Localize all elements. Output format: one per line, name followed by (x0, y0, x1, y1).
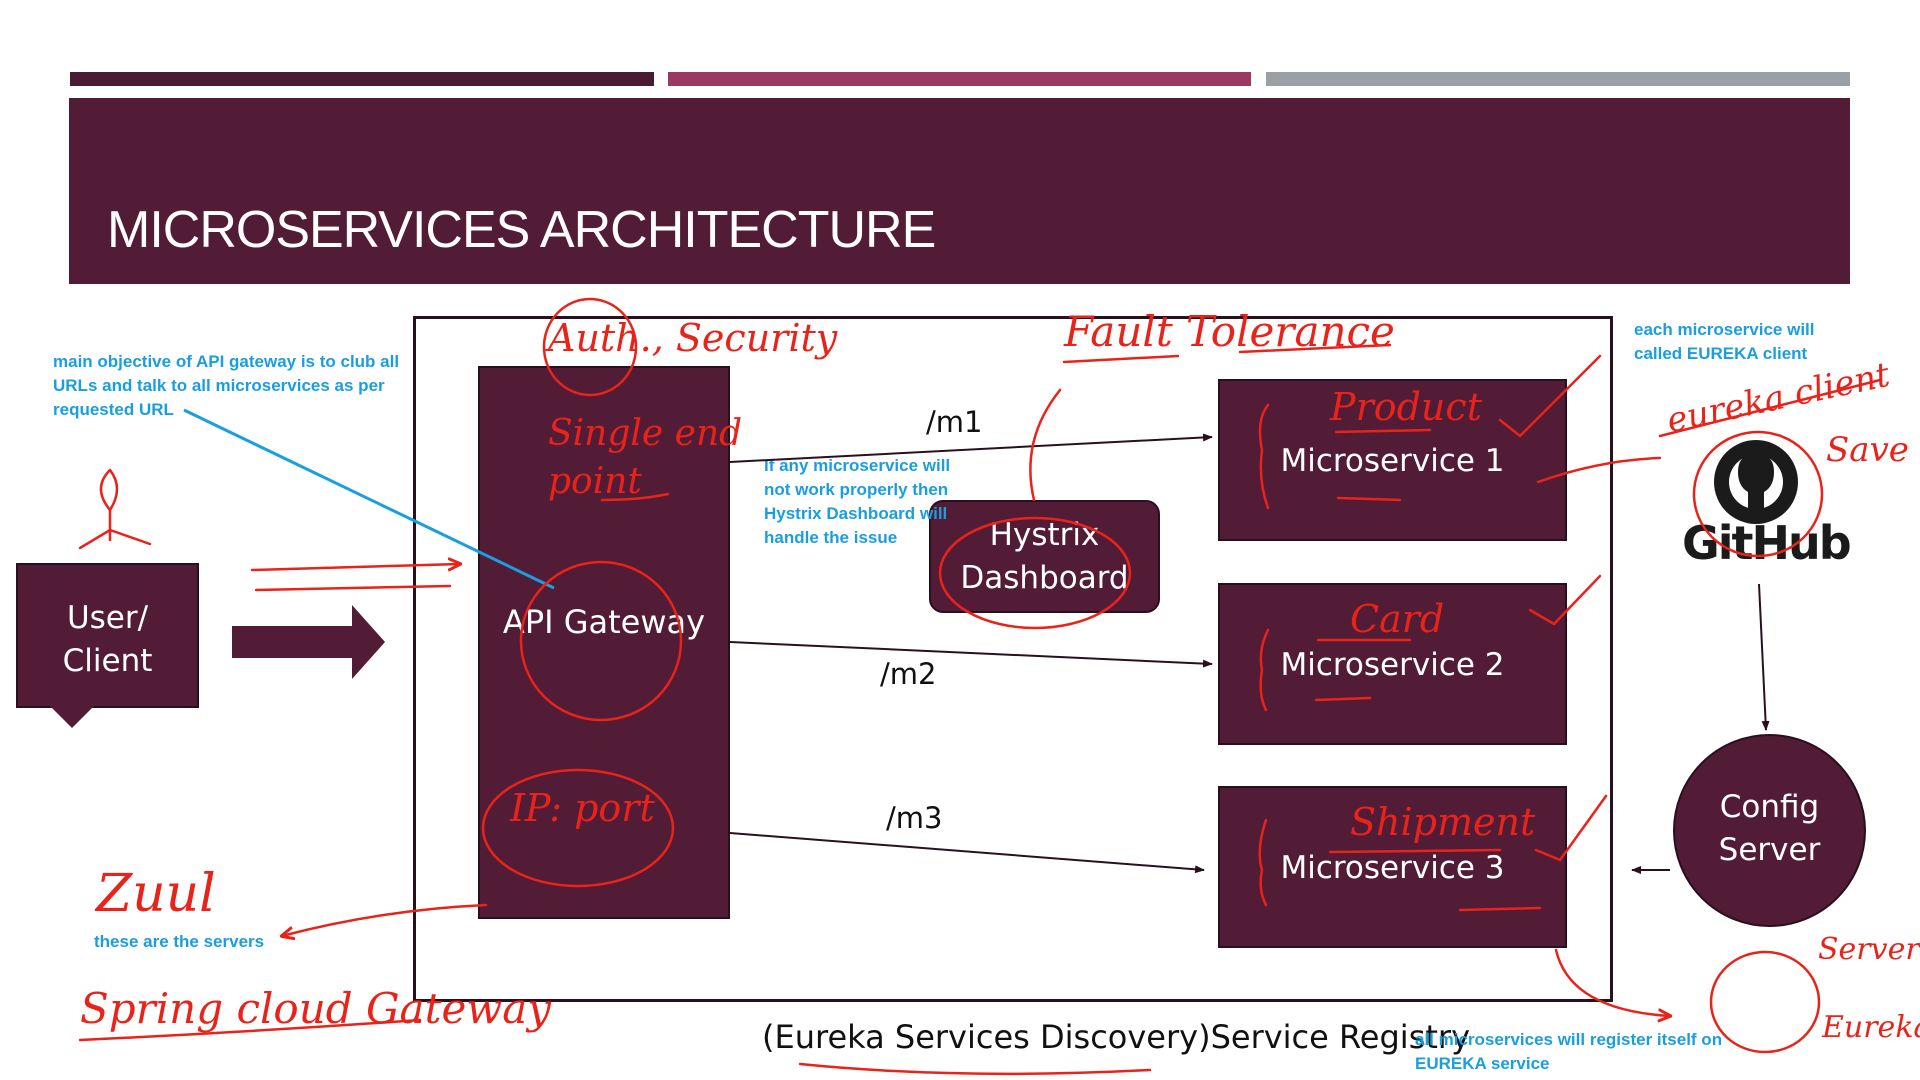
red-underline-registry (798, 1062, 1152, 1076)
slide-title: MICROSERVICES ARCHITECTURE (107, 201, 936, 259)
handwritten-eureka: Eureka (1822, 1010, 1920, 1045)
config-server-circle: Config Server (1673, 734, 1866, 927)
api-gateway-label: API Gateway (502, 603, 706, 641)
handwritten-server: Server (1818, 932, 1920, 967)
handwritten-product: Product (1330, 385, 1482, 429)
system-boundary (413, 316, 1613, 1002)
handwritten-auth-security: Auth., Security (548, 316, 838, 360)
accent-bar-2 (668, 72, 1251, 86)
red-stick-figure (78, 468, 152, 550)
note-api-gateway-objective: main objective of API gateway is to club… (53, 352, 400, 419)
github-to-config-connector (1758, 583, 1770, 731)
note-servers: these are the servers (94, 932, 265, 951)
handwritten-card: Card (1350, 597, 1445, 641)
route-m3: /m3 (886, 801, 943, 835)
user-client-label: User/ Client (62, 600, 153, 679)
handwritten-shipment: Shipment (1350, 800, 1536, 844)
note-register: all microservices will register itself o… (1415, 1030, 1723, 1073)
note-eureka-client: each microservice will called EUREKA cli… (1634, 320, 1815, 363)
handwritten-single-endpoint: Single end point (548, 413, 743, 502)
route-m2: /m2 (880, 657, 937, 691)
github-octocat-icon (1714, 440, 1798, 524)
microservice-2-label: Microservice 2 (1280, 647, 1505, 683)
handwritten-zuul: Zuul (96, 864, 216, 924)
accent-bar-3 (1266, 72, 1850, 86)
handwritten-ip-port: IP: port (510, 786, 655, 830)
github-wordmark: GitHub (1682, 516, 1852, 570)
user-client-box: User/ Client (16, 563, 199, 708)
title-band: MICROSERVICES ARCHITECTURE (69, 98, 1850, 284)
microservice-1-label: Microservice 1 (1280, 443, 1505, 479)
route-m1: /m1 (926, 405, 983, 439)
config-server-label: Config Server (1718, 789, 1821, 868)
handwritten-save: Save (1826, 430, 1909, 470)
accent-bar-1 (70, 72, 654, 86)
handwritten-fault-tolerance: Fault Tolerance (1064, 307, 1395, 356)
microservice-3-box: Microservice 3 (1218, 786, 1567, 948)
microservice-2-box: Microservice 2 (1218, 583, 1567, 745)
service-registry-label: (Eureka Services Discovery)Service Regis… (762, 1018, 1470, 1056)
microservice-3-label: Microservice 3 (1280, 850, 1505, 886)
red-circle-eureka-server (1709, 950, 1821, 1054)
hystrix-dashboard-label: Hystrix Dashboard (960, 517, 1129, 596)
user-to-gateway-arrow (232, 605, 385, 679)
handwritten-eureka-client: eureka client (1663, 354, 1894, 442)
note-hystrix: If any microservice will not work proper… (764, 456, 951, 547)
handwritten-spring-cloud-gateway: Spring cloud Gateway (80, 984, 552, 1033)
user-client-callout-tail (50, 706, 94, 728)
